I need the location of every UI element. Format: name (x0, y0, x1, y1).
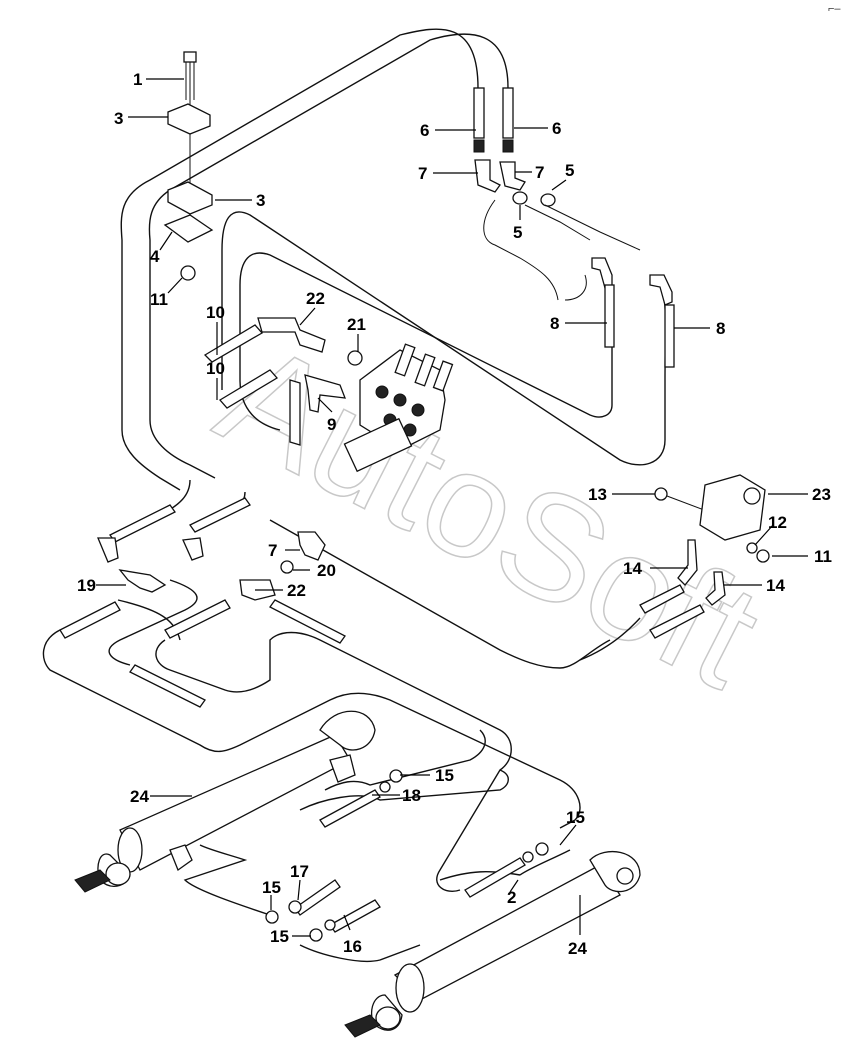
callout-10-top: 10 (206, 303, 225, 322)
clamp-half-3-bottom (167, 181, 213, 215)
callout-5-right: 5 (565, 161, 574, 180)
valve-23 (699, 474, 766, 541)
clamp-assembly (163, 51, 214, 281)
bolt-1 (183, 51, 197, 63)
elbow-8-right (649, 274, 673, 306)
fitting-15-upper (389, 769, 403, 783)
callout-22-top: 22 (306, 289, 325, 308)
hose-10-top (203, 324, 264, 363)
hose-8-right (664, 304, 675, 368)
elbow-7-right (499, 161, 526, 191)
fitting-15-right (535, 842, 549, 856)
callout-8-right: 8 (716, 319, 725, 338)
fitting-15-lower-a (265, 910, 279, 924)
callout-16: 16 (343, 937, 362, 956)
elbow-14-left (677, 539, 698, 586)
hose-6-right (502, 87, 514, 139)
callout-10-bottom: 10 (206, 359, 225, 378)
callout-8-left: 8 (550, 314, 559, 333)
callout-22-mid: 22 (287, 581, 306, 600)
hose-6-left (473, 87, 485, 139)
callout-15-upper: 15 (435, 766, 454, 785)
callout-15-lower-a: 15 (262, 878, 281, 897)
clamp-half-3-top (167, 103, 211, 135)
nut-11 (180, 265, 196, 281)
tee-9 (304, 374, 346, 413)
leader-lines (96, 78, 808, 937)
elbow-14-right (705, 571, 726, 606)
upper-right-fittings (473, 87, 675, 368)
callout-7-left: 7 (418, 164, 427, 183)
callout-21: 21 (347, 315, 366, 334)
hose-8-left (604, 284, 615, 348)
callout-24-upper: 24 (130, 787, 149, 806)
washer-12 (746, 542, 758, 554)
washer-5-top (540, 193, 556, 207)
callout-11-top: 11 (150, 290, 168, 309)
callout-15-right: 15 (566, 808, 585, 827)
block (169, 844, 193, 872)
watermark: AutoSoft (195, 308, 785, 720)
callout-20: 20 (317, 561, 336, 580)
callout-12: 12 (768, 513, 787, 532)
callout-23: 23 (812, 485, 831, 504)
callout-14-right: 14 (766, 576, 785, 595)
nut-11-right (756, 549, 770, 563)
callout-18: 18 (402, 786, 421, 805)
callout-9: 9 (327, 415, 336, 434)
elbow-7-mid (297, 531, 326, 561)
control-valve-assembly (203, 317, 454, 473)
elbow-8-left (591, 257, 613, 289)
callout-6-right: 6 (552, 119, 561, 138)
callout-3-top: 3 (114, 109, 123, 128)
callout-2: 2 (507, 888, 516, 907)
washer-5-bottom (512, 191, 528, 205)
corner-mark: ⌐– (828, 3, 841, 15)
fitting-22-top (257, 317, 326, 353)
fitting-17 (288, 900, 302, 914)
watermark-text: AutoSoft (195, 309, 784, 720)
callout-14-left: 14 (623, 559, 642, 578)
callout-6-left: 6 (420, 121, 429, 140)
bolt-13-head (654, 487, 668, 501)
callout-11-right: 11 (814, 547, 832, 566)
callout-17: 17 (290, 862, 309, 881)
callout-15-lower-b: 15 (270, 927, 289, 946)
hose-10-bottom (218, 369, 279, 409)
middle-fittings (59, 497, 346, 708)
callouts: 1 3 3 4 11 6 6 7 7 5 5 8 8 10 10 22 21 9… (77, 70, 832, 958)
fitting-15-lower-b (309, 928, 323, 942)
callout-19: 19 (77, 576, 96, 595)
lower-fittings (265, 769, 549, 942)
callout-7-right: 7 (535, 163, 544, 182)
plug-21 (347, 350, 363, 366)
cylinder-24-lower (344, 850, 641, 1038)
callout-4: 4 (150, 247, 160, 266)
callout-7-mid: 7 (268, 541, 277, 560)
relief-valve-assembly (639, 474, 770, 639)
tee-19 (118, 569, 167, 593)
plate-4 (163, 214, 214, 243)
callout-13: 13 (588, 485, 607, 504)
callout-24-lower: 24 (568, 939, 587, 958)
cylinder-24-upper (74, 710, 376, 893)
callout-5-left: 5 (513, 223, 522, 242)
elbow-7-left (474, 159, 501, 193)
callout-3-mid: 3 (256, 191, 265, 210)
plug-20 (280, 560, 294, 574)
callout-1: 1 (133, 70, 142, 89)
